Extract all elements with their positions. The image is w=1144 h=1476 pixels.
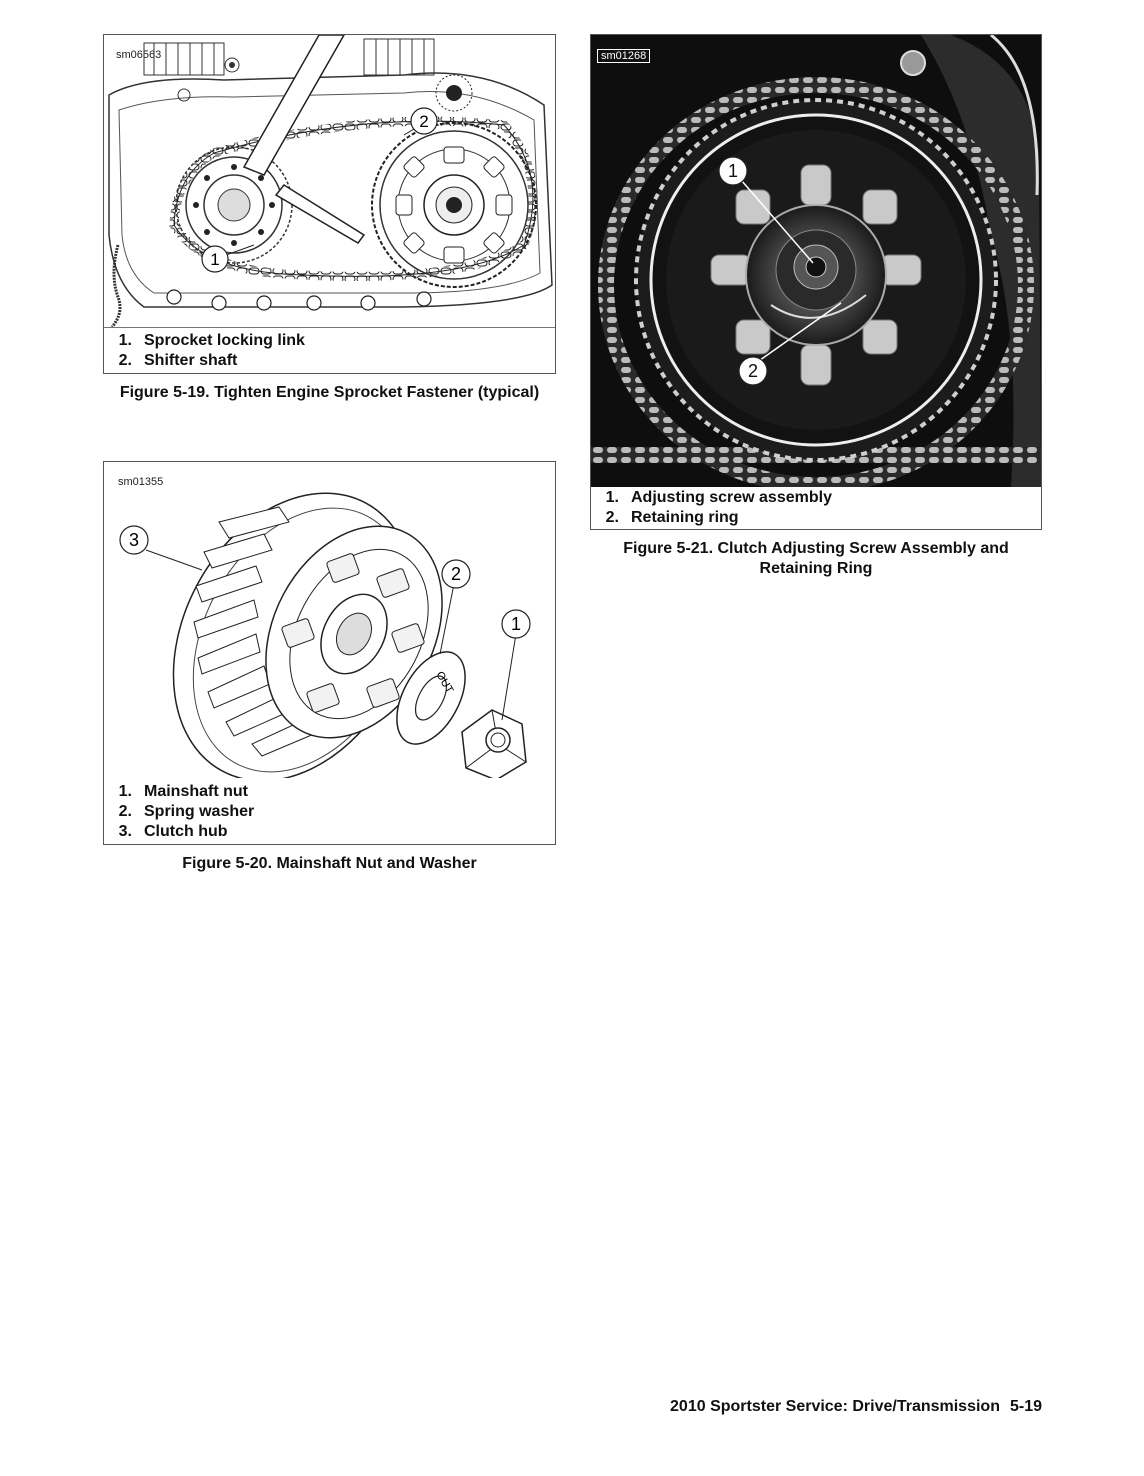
figure-5-19-illustration: 1 2	[104, 35, 555, 327]
figure-5-21-legend: 1.Adjusting screw assembly 2.Retaining r…	[591, 487, 1041, 529]
legend-item: 1.Adjusting screw assembly	[605, 489, 832, 506]
figure-5-20: OUT 3 2 1 sm01355 1.Mainshaft nut 2.Spri…	[103, 461, 556, 845]
page-footer: 2010 Sportster Service: Drive/Transmissi…	[670, 1398, 1042, 1416]
figure-5-19-caption: Figure 5-19. Tighten Engine Sprocket Fas…	[119, 384, 540, 401]
fig19-callout-1: 1	[210, 250, 219, 269]
fig20-callout-1: 1	[511, 614, 521, 634]
legend-item: 2.Spring washer	[118, 803, 255, 820]
figure-5-21-photo: 1 2	[591, 35, 1041, 487]
figure-5-21: 1 2 sm01268 1.Adjusting screw assembly 2…	[590, 34, 1042, 530]
fig21-callout-1: 1	[728, 161, 738, 181]
figure-5-20-illustration: OUT 3 2 1	[104, 462, 555, 778]
legend-item: 1.Mainshaft nut	[118, 783, 248, 800]
fig20-callout-3: 3	[129, 530, 139, 550]
fig21-callout-2: 2	[748, 361, 758, 381]
legend-item: 3.Clutch hub	[118, 823, 228, 840]
figure-5-19: 1 2 sm06563 1.Sprocket locking link 2.Sh…	[103, 34, 556, 374]
figure-5-19-tag: sm06563	[116, 49, 162, 61]
fig19-callout-2: 2	[419, 112, 428, 131]
figure-5-19-legend: 1.Sprocket locking link 2.Shifter shaft	[104, 327, 555, 374]
figure-5-21-tag: sm01268	[597, 49, 651, 63]
figure-5-20-tag: sm01355	[118, 476, 164, 488]
figure-5-21-caption-line2: Retaining Ring	[759, 560, 873, 577]
footer-title: 2010 Sportster Service: Drive/Transmissi…	[670, 1398, 1000, 1415]
figure-5-21-caption-line1: Figure 5-21. Clutch Adjusting Screw Asse…	[623, 540, 1009, 557]
legend-item: 2.Shifter shaft	[118, 352, 238, 369]
legend-item: 1.Sprocket locking link	[118, 332, 305, 349]
page-number: 5-19	[1009, 1398, 1042, 1415]
legend-item: 2.Retaining ring	[605, 509, 739, 526]
figure-5-21-caption: Figure 5-21. Clutch Adjusting Screw Asse…	[590, 539, 1042, 579]
figure-5-20-caption: Figure 5-20. Mainshaft Nut and Washer	[182, 855, 477, 872]
fig20-callout-2: 2	[451, 564, 461, 584]
figure-5-20-legend: 1.Mainshaft nut 2.Spring washer 3.Clutch…	[104, 778, 555, 844]
